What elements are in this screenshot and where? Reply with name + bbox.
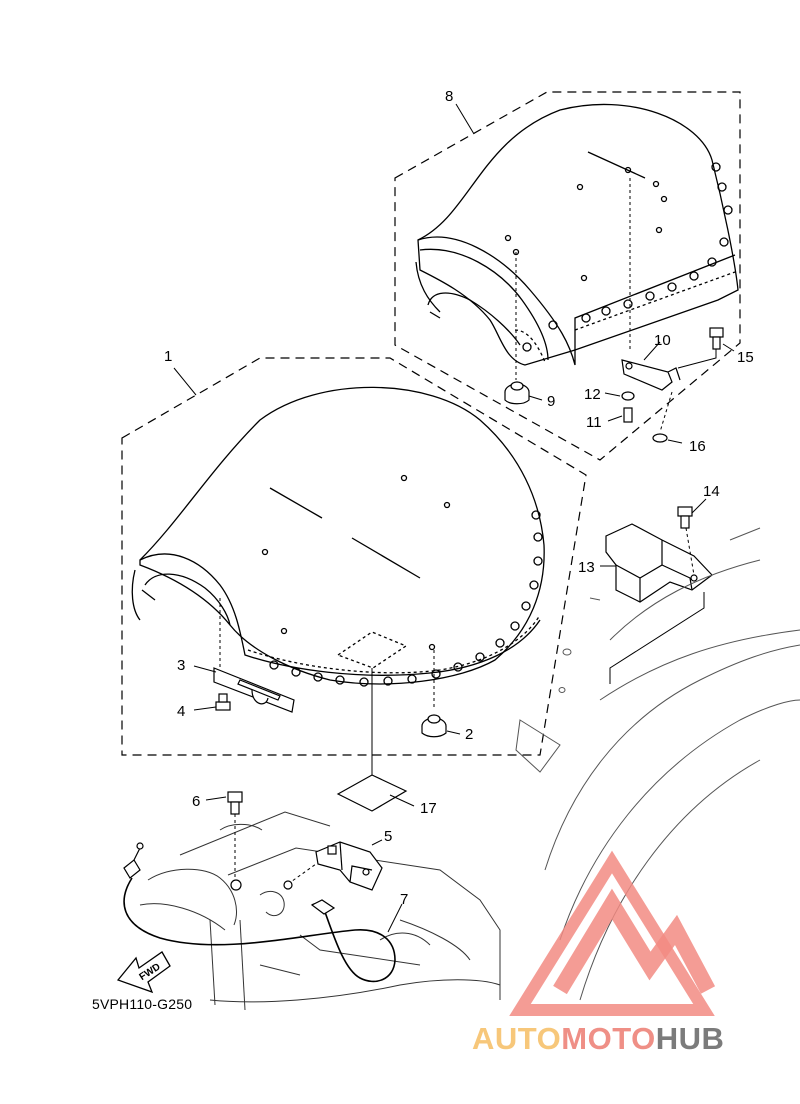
frame-bolt-hole xyxy=(230,879,242,891)
callout-6: 6 xyxy=(192,793,200,810)
front-seat xyxy=(131,386,545,687)
callout-8: 8 xyxy=(445,88,453,105)
callout-9: 9 xyxy=(547,393,555,410)
washer-16 xyxy=(652,433,668,443)
cable-end-fitting xyxy=(310,899,336,915)
seat-lock-5 xyxy=(315,841,383,891)
callout-4: 4 xyxy=(177,703,185,720)
callout-5: 5 xyxy=(384,828,392,845)
callout-10: 10 xyxy=(654,332,671,349)
callout-17: 17 xyxy=(420,800,437,817)
frame-background xyxy=(515,527,800,1001)
rear-seat xyxy=(415,103,739,366)
lower-frame xyxy=(139,811,501,1011)
watermark-text: AUTOMOTOHUB xyxy=(472,1021,724,1057)
callout-numbers: 8 1 3 4 2 9 10 11 12 15 16 13 14 6 5 7 1… xyxy=(164,88,754,908)
watermark-auto: AUTO xyxy=(472,1021,562,1056)
washer-12 xyxy=(621,391,635,401)
cable-end-clip xyxy=(123,842,144,879)
automotohub-logo-icon xyxy=(509,850,716,1016)
bolt-4 xyxy=(215,693,231,711)
watermark-moto: MOTO xyxy=(561,1021,656,1056)
bolt-15 xyxy=(709,327,724,350)
front-seat-group-box xyxy=(121,357,587,756)
bracket-13 xyxy=(605,523,713,603)
callout-1: 1 xyxy=(164,348,172,365)
callout-13: 13 xyxy=(578,559,595,576)
callout-14: 14 xyxy=(703,483,720,500)
watermark-hub: HUB xyxy=(655,1021,725,1056)
callout-16: 16 xyxy=(689,438,706,455)
callout-15: 15 xyxy=(737,349,754,366)
callout-11: 11 xyxy=(586,414,602,431)
rear-damper-9 xyxy=(504,381,530,405)
label-17 xyxy=(336,774,408,812)
bolt-11 xyxy=(623,407,633,423)
callout-2: 2 xyxy=(465,726,473,743)
diagram-code: 5VPH110-G250 xyxy=(92,996,193,1012)
seat-lock-cable-7 xyxy=(123,877,396,983)
bolt-14 xyxy=(677,506,693,529)
front-bracket-3 xyxy=(213,667,295,713)
bolt-6 xyxy=(227,791,243,815)
callout-leaders xyxy=(173,103,735,933)
callout-3: 3 xyxy=(177,657,185,674)
callout-12: 12 xyxy=(584,386,601,403)
rear-bracket-10 xyxy=(621,359,681,391)
callout-7: 7 xyxy=(400,891,408,908)
front-damper-2 xyxy=(421,714,447,738)
rear-seat-group-box xyxy=(394,91,741,461)
fwd-arrow-icon: FWD xyxy=(116,951,171,994)
